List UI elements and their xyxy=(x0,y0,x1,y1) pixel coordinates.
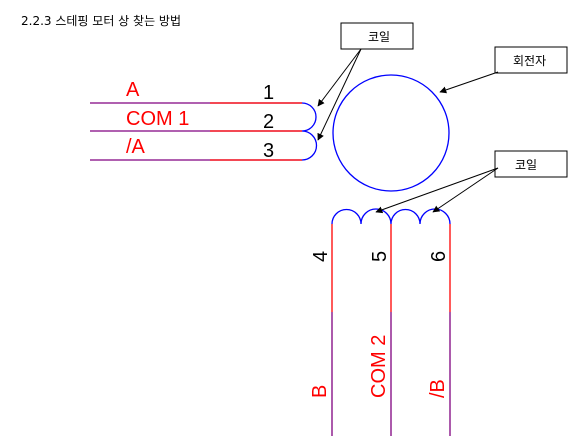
callout-coil-top-arrow-1 xyxy=(317,48,362,107)
callout-coil-top-label: 코일 xyxy=(368,30,390,44)
rotor-circle xyxy=(332,74,450,192)
signal-label-not-b: /B xyxy=(427,379,449,398)
coil-phase-b xyxy=(331,208,451,225)
signal-label-a: A xyxy=(126,79,140,101)
phase-a-pin-labels: 1 2 3 xyxy=(263,82,274,162)
callout-rotor-label: 회전자 xyxy=(513,54,546,68)
pin-label-6: 6 xyxy=(428,251,450,262)
coil-phase-a xyxy=(301,102,318,161)
callout-rotor-arrow xyxy=(439,71,499,94)
callout-coil-right: 코일 xyxy=(375,150,568,214)
pin-label-4: 4 xyxy=(310,251,332,262)
pin-label-1: 1 xyxy=(263,82,274,104)
callout-coil-right-label: 코일 xyxy=(515,158,537,172)
pin-label-2: 2 xyxy=(263,111,274,133)
signal-label-com1: COM 1 xyxy=(126,108,189,130)
signal-label-not-a: /A xyxy=(126,136,146,158)
callout-rotor-box xyxy=(494,46,568,74)
callout-coil-top-arrow-2 xyxy=(317,48,362,141)
phase-a-signal-labels: A COM 1 /A xyxy=(126,79,189,158)
callout-coil-right-box xyxy=(494,150,568,178)
phase-b-signal-labels: B COM 2 /B xyxy=(309,335,449,398)
callout-coil-right-arrow-1 xyxy=(375,167,499,214)
phase-a-wires xyxy=(90,102,302,161)
phase-b-wires xyxy=(331,224,451,436)
callout-coil-right-arrow-2 xyxy=(432,167,499,213)
pin-label-3: 3 xyxy=(263,140,274,162)
section-heading: 2.2.3 스테핑 모터 상 찾는 방법 xyxy=(21,14,181,28)
callout-rotor: 회전자 xyxy=(439,46,568,94)
callout-coil-top-box xyxy=(340,22,414,50)
pin-label-5: 5 xyxy=(369,251,391,262)
signal-label-b: B xyxy=(309,385,331,398)
phase-b-pin-labels: 4 5 6 xyxy=(310,251,450,262)
callout-coil-top: 코일 xyxy=(317,22,414,141)
signal-label-com2: COM 2 xyxy=(368,335,390,398)
